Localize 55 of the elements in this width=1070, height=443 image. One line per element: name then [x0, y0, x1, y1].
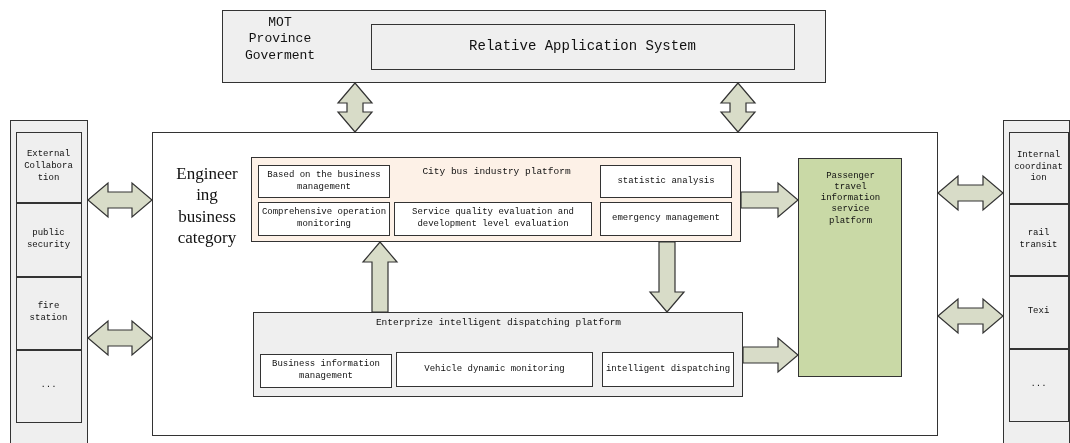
category-cell [1008, 348, 1069, 422]
module-box [602, 352, 734, 387]
module-box [260, 354, 392, 388]
node-label: emergency management [611, 213, 721, 225]
block-arrow [937, 297, 1004, 335]
category-cell [15, 202, 82, 277]
platform-box [250, 156, 741, 242]
node-label: fire station [28, 301, 69, 325]
node-label: External Collabora tion [23, 149, 74, 185]
group-box [222, 10, 826, 83]
block-arrow [361, 241, 399, 313]
block-arrow [742, 336, 799, 374]
node-label: Passenger travel information service platform [819, 170, 882, 227]
node-label: Business information management [271, 359, 381, 383]
node-label: ... [1029, 379, 1048, 391]
block-arrow [87, 319, 153, 357]
module-box [258, 165, 390, 198]
node-label: ... [39, 380, 58, 392]
module-box [396, 352, 593, 387]
module-box [600, 202, 732, 236]
main-panel [152, 132, 938, 436]
node-label: Enterprize intelligent dispatching platform [374, 316, 623, 329]
category-cell [15, 349, 82, 423]
system-box [370, 23, 795, 70]
category-cell [1008, 275, 1069, 349]
node-label: statistic analysis [616, 175, 716, 188]
node-label: Vehicle dynamic monitoring [423, 363, 566, 376]
block-arrow [937, 174, 1004, 212]
category-cell [1008, 203, 1069, 276]
block-arrow [740, 181, 799, 219]
block-arrow [336, 82, 374, 133]
category-cell [1008, 131, 1069, 204]
node-label: Internal coordinat ion [1013, 149, 1064, 186]
node-label: Comprehensive operation monitoring [260, 207, 388, 231]
platform-box [252, 311, 743, 397]
node-label: Texi [1026, 306, 1051, 318]
module-box [394, 202, 592, 236]
node-label: Based on the business management [266, 169, 382, 194]
node-label: Engineer ing business category [175, 163, 239, 248]
node-label: Service quality evaluation and development level evaluation [411, 207, 575, 231]
node-label: City bus industry platform [421, 165, 572, 178]
block-arrow [719, 82, 757, 133]
category-cell [15, 131, 82, 203]
module-box [600, 165, 732, 198]
block-arrow [87, 181, 153, 219]
node-label: MOT Province Goverment [243, 15, 317, 64]
node-label: intelligent dispatching [604, 363, 732, 376]
column-panel [10, 120, 88, 443]
category-cell [15, 276, 82, 350]
block-arrow [648, 241, 686, 313]
node-label: Relative Application System [468, 37, 697, 56]
node-label: rail transit [1018, 227, 1059, 252]
platform-box [797, 157, 902, 377]
node-label: public security [25, 227, 72, 252]
column-panel [1003, 120, 1070, 443]
